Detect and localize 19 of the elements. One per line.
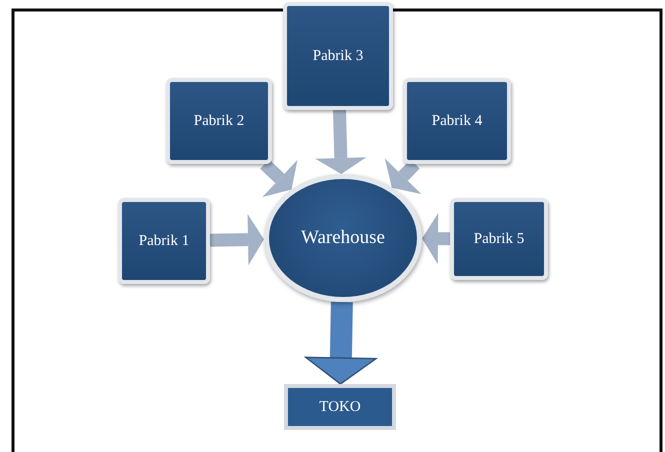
node-label: Pabrik 1 <box>138 232 190 250</box>
node-label: Pabrik 5 <box>474 230 524 248</box>
node-label: Pabrik 2 <box>194 112 244 130</box>
factory-box <box>403 78 511 164</box>
node-label: TOKO <box>319 398 361 416</box>
block-arrow <box>260 159 298 198</box>
factory-box <box>283 2 393 110</box>
store-box <box>284 384 396 430</box>
block-arrow <box>210 214 264 266</box>
block-arrow <box>315 110 366 174</box>
block-arrow <box>422 213 450 264</box>
factory-box <box>450 198 548 280</box>
node-label: Pabrik 3 <box>312 48 364 64</box>
node-label: Pabrik 4 <box>432 112 482 130</box>
factory-box <box>166 78 272 164</box>
factory-box <box>118 198 210 284</box>
block-arrow <box>305 302 377 385</box>
block-arrow <box>384 158 422 194</box>
node-label: Warehouse <box>301 227 385 249</box>
